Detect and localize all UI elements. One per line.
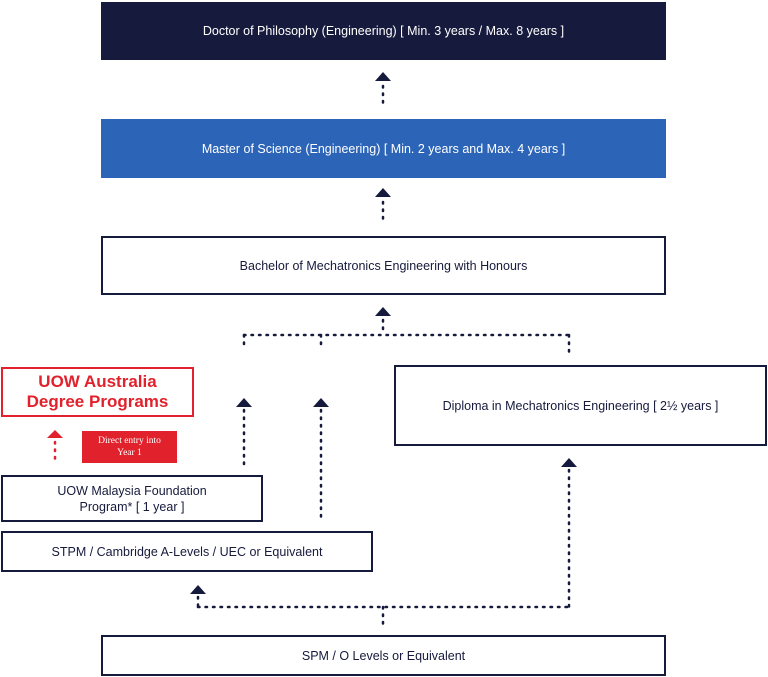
- phd-label: Doctor of Philosophy (Engineering) [ Min…: [202, 24, 565, 38]
- stpm-box: STPM / Cambridge A-Levels / UEC or Equiv…: [1, 531, 373, 572]
- master-box: Master of Science (Engineering) [ Min. 2…: [101, 119, 666, 178]
- spm-box: SPM / O Levels or Equivalent: [101, 635, 666, 676]
- uow-australia-box: UOW Australia Degree Programs: [1, 367, 194, 417]
- foundation-box: UOW Malaysia Foundation Program* [ 1 yea…: [1, 475, 263, 522]
- foundation-label: UOW Malaysia Foundation Program* [ 1 yea…: [57, 483, 207, 514]
- bachelor-box: Bachelor of Mechatronics Engineering wit…: [101, 236, 666, 295]
- arrow-up-icon: [236, 398, 252, 407]
- arrow-up-icon: [313, 398, 329, 407]
- direct-entry-tag: Direct entry into Year 1: [82, 431, 177, 463]
- arrow-up-icon: [561, 458, 577, 467]
- arrow-up-icon: [190, 585, 206, 594]
- diploma-box: Diploma in Mechatronics Engineering [ 2½…: [394, 365, 767, 446]
- diploma-label: Diploma in Mechatronics Engineering [ 2½…: [442, 398, 719, 413]
- uow-australia-label: UOW Australia Degree Programs: [26, 372, 169, 411]
- master-label: Master of Science (Engineering) [ Min. 2…: [201, 141, 566, 156]
- bachelor-label: Bachelor of Mechatronics Engineering wit…: [239, 258, 528, 273]
- arrow-up-icon: [375, 307, 391, 316]
- phd-box: Doctor of Philosophy (Engineering) [ Min…: [101, 2, 666, 60]
- direct-entry-label: Direct entry into Year 1: [98, 436, 161, 458]
- arrow-up-icon: [375, 72, 391, 81]
- arrow-up-icon: [375, 188, 391, 197]
- spm-label: SPM / O Levels or Equivalent: [301, 648, 466, 663]
- stpm-label: STPM / Cambridge A-Levels / UEC or Equiv…: [51, 544, 323, 559]
- red-arrow-up-icon: [47, 430, 63, 438]
